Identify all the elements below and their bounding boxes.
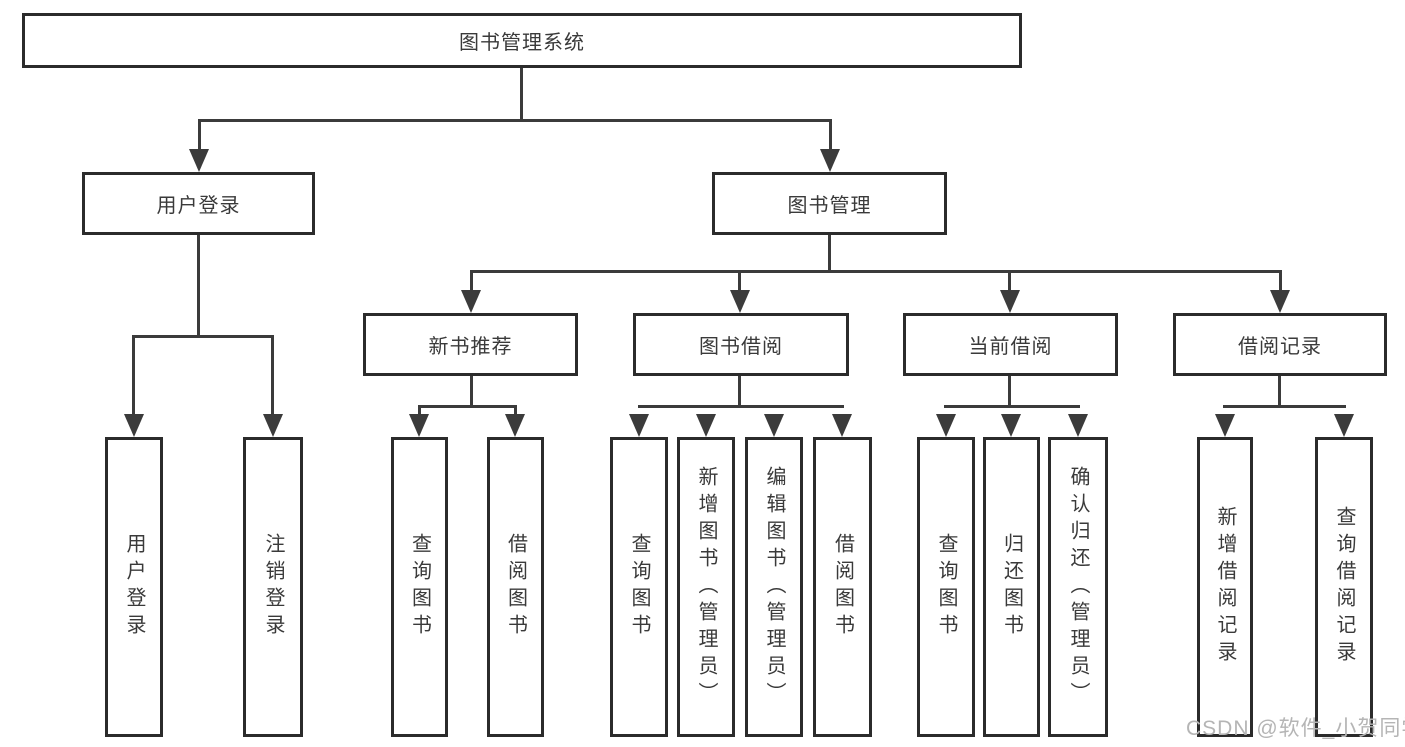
connector-line	[418, 405, 421, 417]
arrow-down-icon	[263, 414, 283, 437]
node-label: 当前借阅	[968, 336, 1053, 358]
leaf-borrow-books-1: 借阅图书	[487, 437, 544, 737]
leaf-label: 查询图书	[935, 533, 957, 641]
arrow-down-icon	[189, 149, 209, 172]
leaf-confirm-return-admin: 确认归还（管理员）	[1048, 437, 1108, 737]
arrow-down-icon	[461, 290, 481, 313]
leaf-edit-books-admin: 编辑图书（管理员）	[745, 437, 803, 737]
arrow-down-icon	[1068, 414, 1088, 437]
leaf-return-books: 归还图书	[983, 437, 1040, 737]
node-label: 图书借阅	[699, 336, 783, 358]
arrow-down-icon	[1270, 290, 1290, 313]
node-label: 借阅记录	[1238, 336, 1322, 358]
arrow-down-icon	[936, 414, 956, 437]
leaf-query-borrow-record: 查询借阅记录	[1315, 437, 1373, 737]
root-node-library-system: 图书管理系统	[22, 13, 1022, 68]
connector-line	[944, 405, 1080, 408]
connector-line	[470, 376, 473, 408]
arrow-down-icon	[730, 290, 750, 313]
leaf-label: 借阅图书	[831, 533, 854, 641]
connector-line	[198, 119, 832, 122]
leaf-label: 查询借阅记录	[1333, 506, 1355, 668]
node-label: 新书推荐	[428, 336, 513, 358]
leaf-query-books-1: 查询图书	[391, 437, 448, 737]
arrow-down-icon	[1334, 414, 1354, 437]
connector-line	[1008, 376, 1011, 408]
node-book-management: 图书管理	[712, 172, 947, 235]
connector-line	[470, 270, 473, 294]
leaf-label: 编辑图书（管理员）	[763, 465, 785, 709]
arrow-down-icon	[832, 414, 852, 437]
connector-line	[271, 335, 274, 417]
leaf-query-books-2: 查询图书	[610, 437, 668, 737]
arrow-down-icon	[629, 414, 649, 437]
connector-line	[638, 405, 844, 408]
arrow-down-icon	[1215, 414, 1235, 437]
leaf-add-books-admin: 新增图书（管理员）	[677, 437, 735, 737]
node-label: 图书管理	[787, 195, 872, 217]
arrow-down-icon	[1000, 290, 1020, 313]
connector-line	[828, 235, 831, 273]
node-label: 用户登录	[156, 195, 241, 217]
connector-line	[829, 119, 832, 152]
node-user-login: 用户登录	[82, 172, 315, 235]
arrow-down-icon	[409, 414, 429, 437]
leaf-label: 确认归还（管理员）	[1067, 465, 1089, 709]
connector-line	[520, 68, 523, 121]
node-new-book-recommend: 新书推荐	[363, 313, 578, 376]
connector-line	[1223, 405, 1346, 408]
arrow-down-icon	[1001, 414, 1021, 437]
leaf-logout: 注销登录	[243, 437, 303, 737]
connector-line	[132, 335, 135, 417]
connector-line	[198, 119, 201, 152]
leaf-label: 新增图书（管理员）	[695, 465, 717, 709]
node-current-borrowing: 当前借阅	[903, 313, 1118, 376]
leaf-label: 查询图书	[628, 533, 650, 641]
arrow-down-icon	[820, 149, 840, 172]
node-borrow-records: 借阅记录	[1173, 313, 1387, 376]
csdn-watermark: CSDN @软件_小贺同学	[1186, 717, 1405, 740]
leaf-user-login: 用户登录	[105, 437, 163, 737]
leaf-label: 查询图书	[408, 533, 431, 641]
root-node-label: 图书管理系统	[459, 32, 585, 54]
connector-line	[514, 405, 517, 417]
node-book-borrowing: 图书借阅	[633, 313, 849, 376]
leaf-label: 用户登录	[123, 533, 145, 641]
leaf-query-books-3: 查询图书	[917, 437, 975, 737]
leaf-label: 新增借阅记录	[1214, 506, 1236, 668]
connector-line	[738, 270, 741, 294]
arrow-down-icon	[505, 414, 525, 437]
connector-line	[132, 335, 274, 338]
arrow-down-icon	[764, 414, 784, 437]
arrow-down-icon	[696, 414, 716, 437]
connector-line	[1279, 270, 1282, 294]
connector-line	[470, 270, 1282, 273]
connector-line	[738, 376, 741, 408]
leaf-add-borrow-record: 新增借阅记录	[1197, 437, 1253, 737]
connector-line	[1008, 270, 1011, 294]
connector-line	[197, 235, 200, 338]
connector-line	[418, 405, 517, 408]
leaf-borrow-books-2: 借阅图书	[813, 437, 872, 737]
arrow-down-icon	[124, 414, 144, 437]
leaf-label: 注销登录	[262, 533, 284, 641]
connector-line	[1278, 376, 1281, 408]
leaf-label: 借阅图书	[504, 533, 527, 641]
leaf-label: 归还图书	[1000, 533, 1023, 641]
